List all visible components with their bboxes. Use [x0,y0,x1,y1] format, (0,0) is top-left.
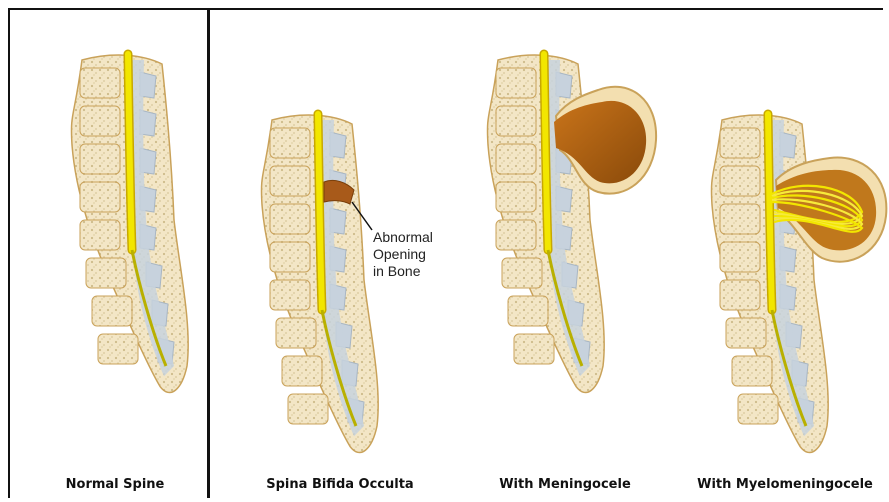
frame-divider [207,8,210,498]
caption-myelomeningocele: With Myelomeningocele [690,477,880,492]
vertebra-body [508,296,548,326]
vertebra-body [720,128,760,158]
vertebra-body [720,280,760,310]
vertebra-body [92,296,132,326]
vertebra-body [514,334,554,364]
vertebra-body [732,356,772,386]
vertebra-body [270,166,310,196]
vertebra-body [720,242,760,272]
vertebra-body [86,258,126,288]
vertebra-body [720,204,760,234]
caption-normal-spine: Normal Spine [40,477,190,492]
spinal-cord [544,54,548,250]
vertebra-body [502,258,542,288]
normal-spine-illustration [71,54,188,392]
vertebra-body [496,68,536,98]
vertebra-body [496,144,536,174]
vertebra-body [270,242,310,272]
callout-line-2: Opening [373,246,433,263]
vertebra-body [720,166,760,196]
vertebra-body [288,394,328,424]
spinal-cord [768,114,772,310]
vertebra-body [282,356,322,386]
callout-line-1: Abnormal [373,229,433,246]
vertebra-body [80,144,120,174]
vertebra-body [496,106,536,136]
caption-meningocele: With Meningocele [480,477,650,492]
vertebra-body [80,68,120,98]
vertebra-body [80,182,120,212]
occulta-spine-illustration [261,114,378,452]
callout-line-3: in Bone [373,263,433,280]
myelomeningocele-spine-illustration [711,114,886,452]
vertebra-body [98,334,138,364]
vertebra-body [270,128,310,158]
spinal-cord [318,114,322,310]
spinal-cord [128,54,132,250]
vertebra-body [80,220,120,250]
vertebra-body [276,318,316,348]
meningocele-spine-illustration [487,54,656,392]
vertebra-body [496,182,536,212]
caption-spina-bifida-occulta: Spina Bifida Occulta [255,477,425,492]
frame-top-border [8,8,883,10]
vertebra-body [496,220,536,250]
frame-left-border [8,8,10,498]
vertebra-body [270,204,310,234]
vertebra-body [726,318,766,348]
vertebra-body [270,280,310,310]
abnormal-opening-callout: Abnormal Opening in Bone [373,229,433,280]
vertebra-body [738,394,778,424]
vertebra-body [80,106,120,136]
